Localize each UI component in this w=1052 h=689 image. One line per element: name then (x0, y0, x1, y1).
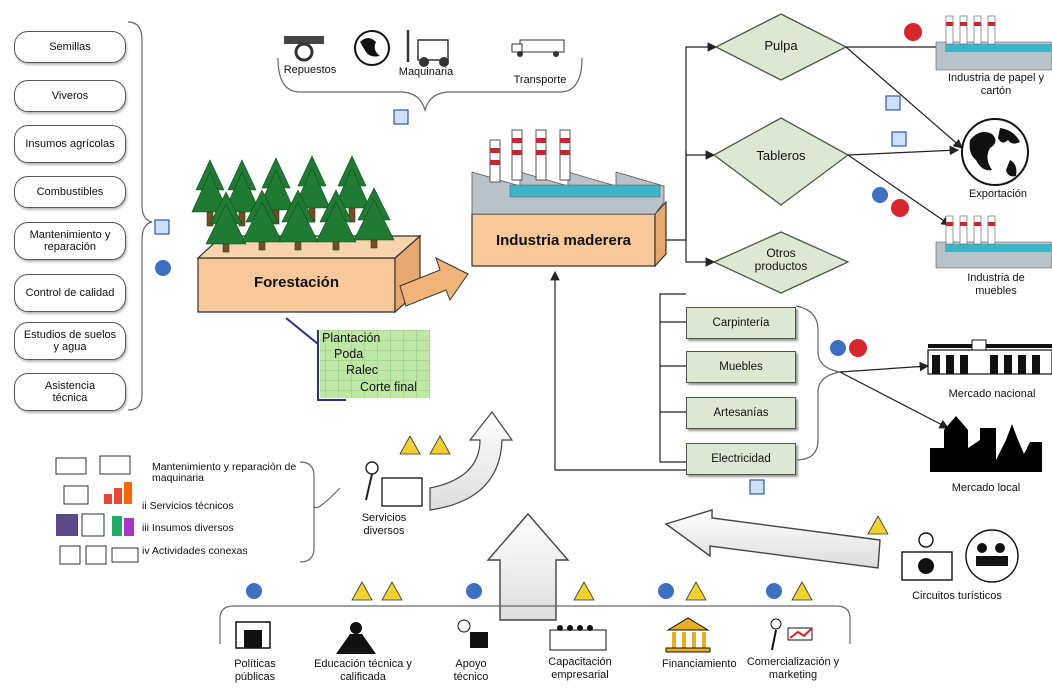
otros-label: Otros productos (754, 246, 808, 273)
mercado-local-icon (930, 416, 1042, 472)
label-papel: Industria de papel y cartón (947, 72, 1044, 97)
factory-muebles-icon (935, 215, 1052, 269)
globe-small-icon (354, 30, 390, 66)
servicios-icons (55, 455, 139, 565)
label-servicios: Servicios diversos (361, 512, 407, 537)
stage-ralec: Ralec (346, 363, 378, 377)
industria-box (471, 200, 667, 268)
left-item-viveros: Viveros (14, 80, 126, 112)
left-item-mantenimiento: Mantenimiento y reparación (14, 222, 126, 260)
top-bracket (277, 57, 583, 113)
educacion-icon (336, 622, 376, 654)
bottom-educacion: Educación técnica y calificada (314, 658, 412, 683)
stage-corte: Corte final (360, 380, 417, 394)
left-item-control: Control de calidad (14, 274, 126, 312)
factory-icon (471, 129, 665, 215)
otros-bracket (659, 293, 686, 463)
label-mercado-local: Mercado local (951, 482, 1021, 494)
stage-poda: Poda (334, 347, 364, 361)
bottom-politicas: Políticas públicas (234, 658, 276, 683)
label-circuitos: Circuitos turísticos (912, 590, 1002, 602)
globe-icon (961, 118, 1029, 186)
forest-to-industry-arrow (399, 257, 469, 307)
bottom-financiamiento: Financiamiento (662, 658, 737, 670)
warning-icons (351, 435, 889, 601)
bottom-bracket (219, 605, 851, 644)
tableros-label: Tableros (756, 148, 806, 163)
servicios-up-arrow (429, 410, 514, 511)
bottom-apoyo: Apoyo técnico (453, 658, 489, 683)
label-mercado-nacional: Mercado nacional (948, 388, 1036, 400)
label-repuestos: Repuestos (283, 64, 337, 76)
bottom-up-arrow (486, 512, 570, 621)
cross-icons (849, 23, 922, 357)
factory-papel-icon (935, 15, 1052, 71)
box-muebles: Muebles (686, 351, 796, 383)
servicio-item-1: Mantenimiento y reparación de maquinaria (152, 461, 297, 484)
forestacion-label: Forestación (253, 274, 340, 291)
servicio-item-3: iii Insumos diversos (142, 522, 234, 534)
worker-box-icon (365, 461, 423, 507)
otros-diamond (712, 231, 850, 294)
forklift-icon (406, 30, 449, 67)
financiamiento-icon (665, 617, 711, 653)
tree-icons (191, 155, 395, 253)
question-icons (155, 187, 888, 599)
bottom-capacitacion: Capacitación empresarial (548, 656, 612, 681)
label-exportacion: Exportación (968, 188, 1028, 200)
industria-label: Industria maderera (495, 232, 632, 249)
tourists-icon (965, 529, 1019, 583)
comercializacion-icon (770, 618, 813, 651)
repuestos-icon (284, 36, 324, 62)
truck-icon (511, 39, 565, 57)
mercado-nacional-icon (927, 339, 1052, 375)
left-bracket (127, 21, 153, 411)
left-item-combustibles: Combustibles (14, 176, 126, 208)
politicas-icon (235, 621, 271, 649)
label-transporte: Transporte (513, 74, 567, 86)
stages-grid (320, 330, 430, 398)
box-artesanias: Artesanías (686, 397, 796, 429)
box-carpinteria: Carpintería (686, 307, 796, 339)
circuitos-arrow (664, 509, 881, 569)
servicio-item-4: iv Actividades conexas (142, 545, 248, 557)
doc-icons (154, 95, 907, 495)
apoyo-icon (457, 619, 488, 648)
bottom-comercializacion: Comercialización y marketing (746, 656, 840, 681)
label-muebles-industria: Industria de muebles (967, 272, 1025, 297)
servicio-item-2: ii Servicios técnicos (142, 500, 234, 512)
pulpa-label: Pulpa (764, 38, 798, 53)
left-item-semillas: Semillas (14, 31, 126, 63)
left-item-insumos: Insumos agrícolas (14, 125, 126, 163)
left-item-estudios: Estudios de suelos y agua (14, 322, 126, 360)
stage-plantacion: Plantación (322, 331, 381, 345)
capacitacion-icon (549, 625, 607, 651)
circuitos-guide-icon (901, 532, 953, 581)
label-maquinaria: Maquinaria (398, 66, 454, 78)
box-electricidad: Electricidad (686, 443, 796, 475)
servicios-bracket (299, 461, 341, 563)
left-item-asistencia: Asistencia técnica (14, 373, 126, 411)
